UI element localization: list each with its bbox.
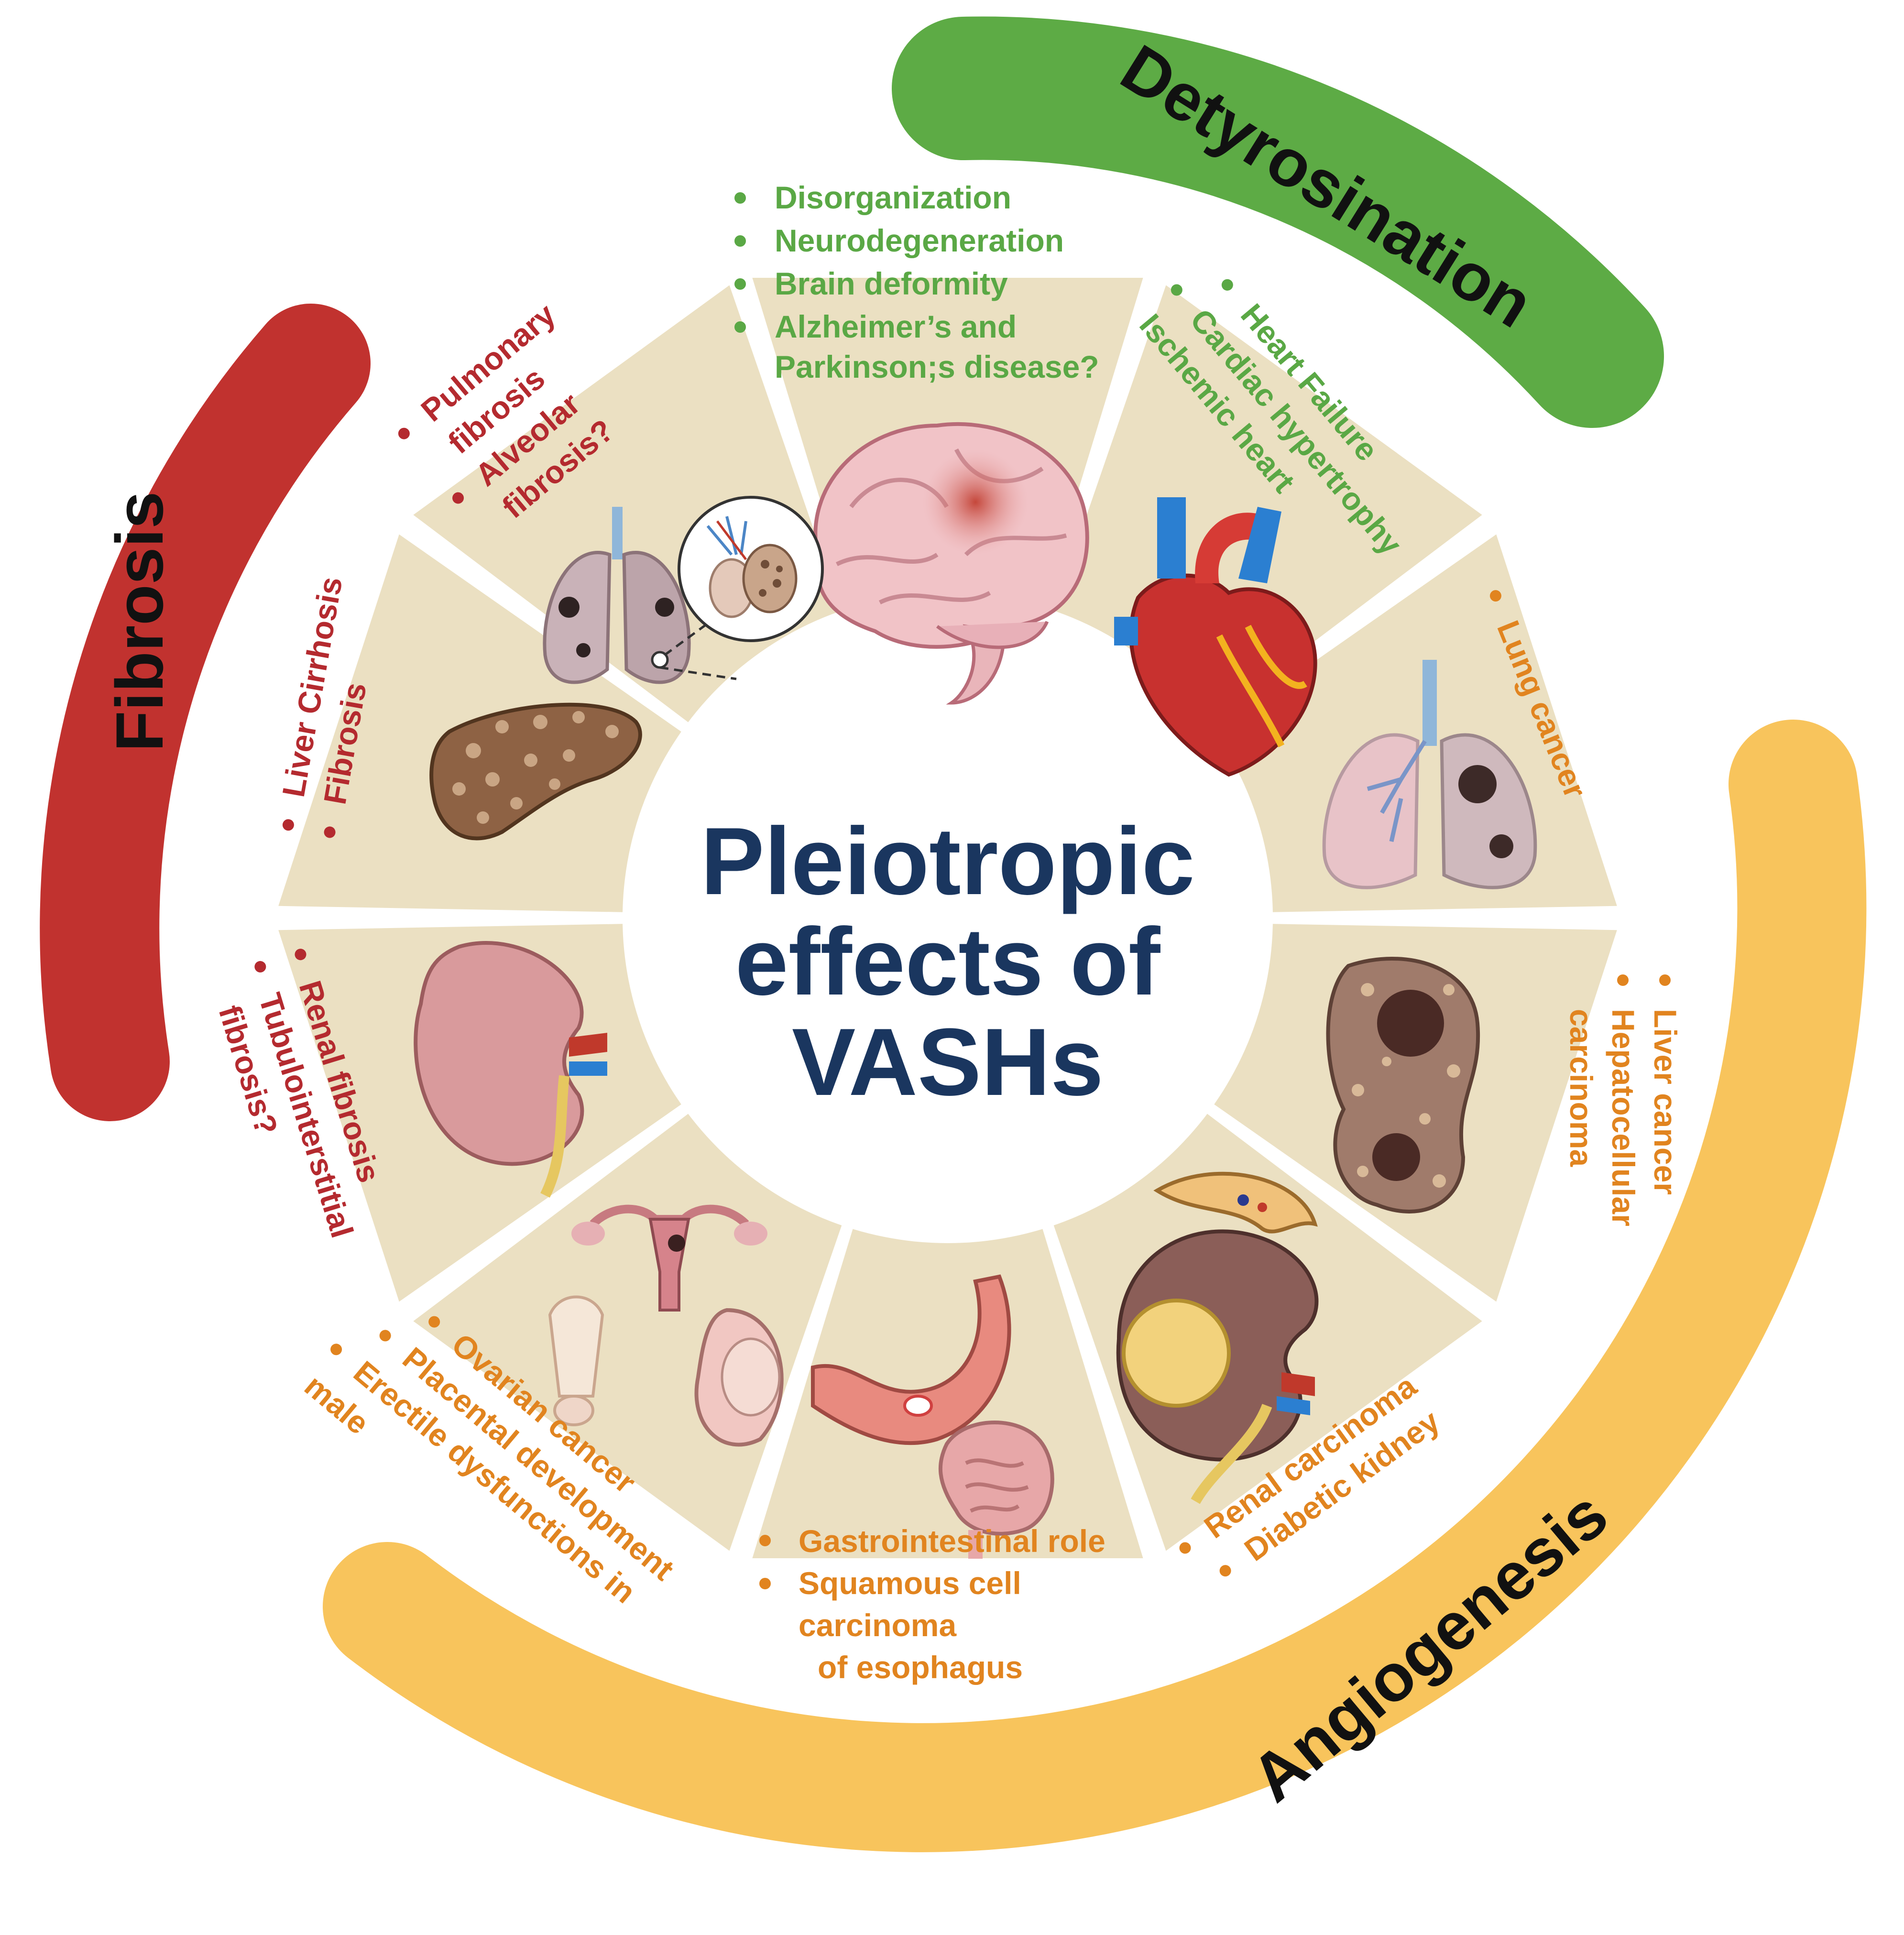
bullet [759,1578,771,1589]
liver-cancer-item-continued: carcinoma [1564,1009,1599,1167]
brain-item: Brain deformity [775,266,1008,301]
brain-item: Disorganization [775,180,1011,215]
bullet [452,492,464,504]
bullet [1179,1542,1191,1554]
stomach-intestine-icon [811,1274,1054,1559]
bullet [1171,284,1182,296]
title-line-3: VASHs [792,1009,1104,1115]
bullet [759,1535,771,1546]
cirrhotic-liver-icon [429,702,642,841]
bullet [1617,974,1629,986]
brain-item: Alzheimer’s and [775,309,1017,344]
lung-cancer-icon [1322,660,1537,889]
bullet [330,1344,342,1356]
title-line-2: effects of [735,908,1160,1015]
liver-cancer-item: Liver cancer [1648,1009,1683,1195]
detyrosination-arc [892,16,1664,428]
gi-item: Gastrointestinal role [799,1523,1105,1559]
angiogenesis-arc [323,720,1867,1852]
gi-effects-list: Gastrointestinal role Squamous cell carc… [759,1523,1105,1685]
liver-cancer-item: Hepatocellular [1606,1009,1641,1226]
brain-icon [813,422,1089,705]
bullet [428,1316,440,1328]
bullet [295,949,306,961]
gi-item: Squamous cell [799,1565,1021,1601]
title-line-1: Pleiotropic [700,808,1195,915]
brain-effects-list: Disorganization Neurodegeneration Brain … [734,180,1099,384]
fibrotic-lung-icon [543,496,824,684]
bullet [324,826,336,838]
bullet [282,819,294,831]
bullet [398,427,410,439]
center-disc [623,593,1273,1243]
center-title: Pleiotropic effects of VASHs [700,808,1195,1115]
kidney-icon [414,941,607,1198]
brain-item: Neurodegeneration [775,223,1064,258]
bullet [379,1330,391,1342]
gi-item-continued: carcinoma [799,1607,957,1643]
fibrosis-arc [40,304,371,1121]
kidney-pancreas-icon [1116,1171,1319,1504]
bullet [1221,279,1233,291]
bullet [734,321,746,333]
heart-icon [1114,497,1317,777]
reproductive-organs-icon [548,1204,784,1447]
brain-item-continued: Parkinson;s disease? [775,349,1099,384]
liver-cancer-icon [1326,957,1480,1213]
bullet [734,192,746,204]
category-arcs [40,16,1867,1852]
bullet [734,278,746,290]
fibrosis-label: Fibrosis [102,492,177,752]
bullet [734,235,746,247]
bullet [1489,590,1501,602]
bullet [254,961,266,973]
gi-item-continued: of esophagus [818,1650,1023,1685]
liver-cancer-effects-list: Liver cancer Hepatocellular carcinoma [1564,974,1683,1226]
bullet [1219,1565,1231,1577]
bullet [1659,974,1671,986]
